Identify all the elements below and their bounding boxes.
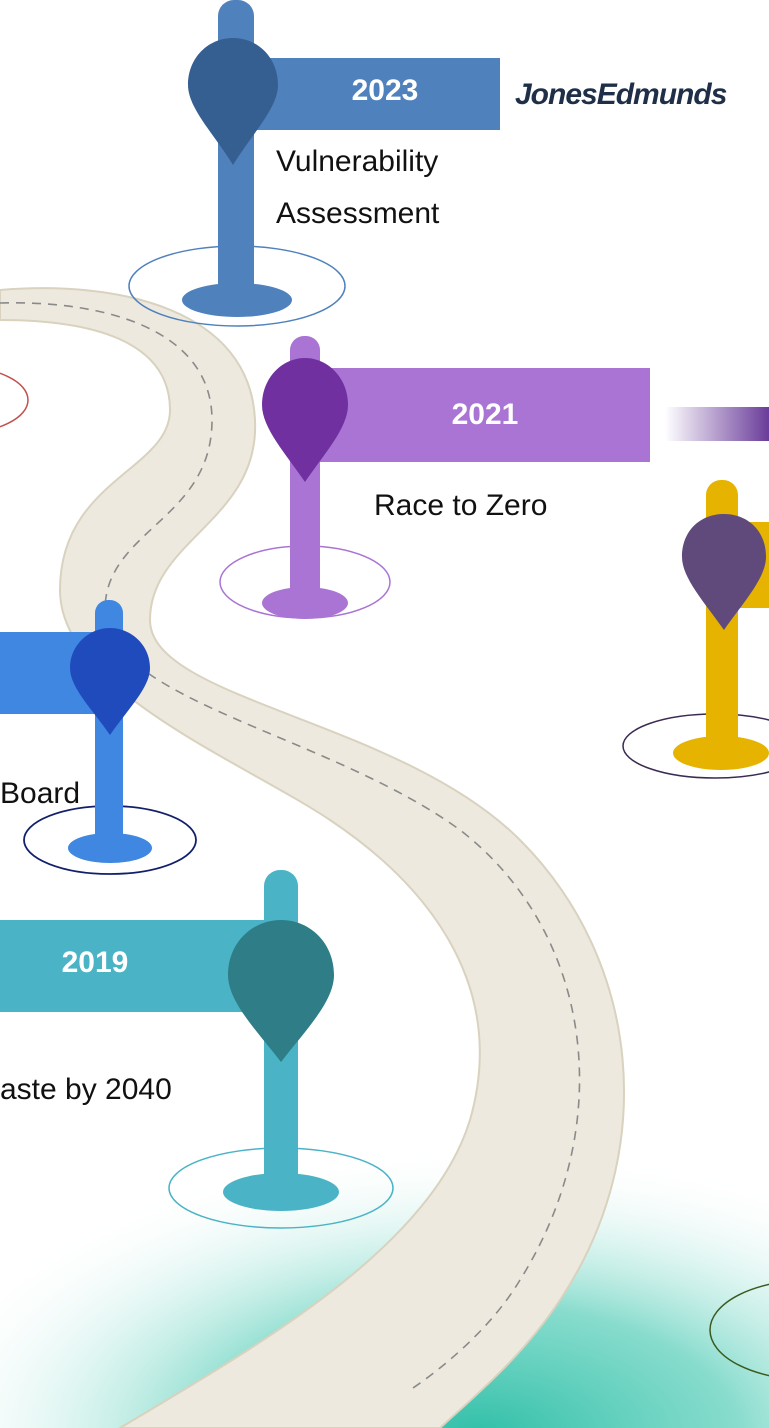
milestone-2021 — [219, 336, 769, 619]
label-2021: Race to Zero — [374, 489, 548, 522]
milestone-2023 — [128, 0, 500, 327]
milestone-2019 — [0, 870, 394, 1229]
pin-icon-yellow — [682, 514, 766, 630]
label-2019: aste by 2040 — [0, 1073, 172, 1106]
label-2023-line2: Assessment — [276, 197, 440, 230]
road — [0, 287, 625, 1428]
jones-edmunds-logo: JonesEdmunds — [515, 78, 727, 111]
base-ring-offscreen — [0, 372, 29, 428]
label-board: Board — [0, 777, 81, 810]
year-2021: 2021 — [451, 398, 519, 431]
pin-icon-2021 — [262, 358, 348, 482]
milestone-yellow — [622, 480, 769, 779]
gradient-bar-2021 — [665, 407, 769, 441]
milestone-board — [0, 600, 197, 875]
pin-icon-2019 — [228, 920, 334, 1062]
pin-icon-2023 — [188, 38, 278, 165]
pin-icon-board — [70, 628, 150, 735]
banner-2019 — [0, 920, 270, 1012]
year-2019: 2019 — [61, 946, 129, 979]
road-center-line — [0, 302, 581, 1391]
label-2023-line1: Vulnerability — [276, 145, 439, 178]
banner-2021 — [300, 368, 650, 462]
base-ring-offscreen-green — [709, 1283, 769, 1377]
year-2023: 2023 — [351, 74, 419, 107]
